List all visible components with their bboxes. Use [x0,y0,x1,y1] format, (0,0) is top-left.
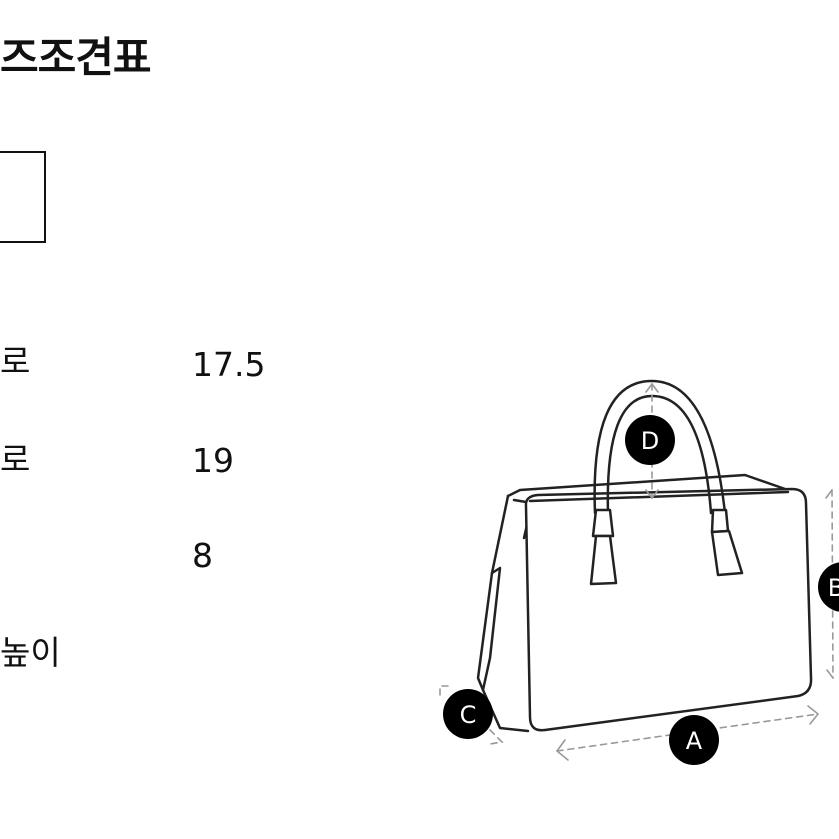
bag-front-panel [524,487,813,732]
marker-b: B [818,562,839,612]
marker-c: C [443,689,493,739]
svg-text:D: D [641,427,659,455]
svg-text:A: A [686,727,703,755]
depth-guide [439,685,449,701]
row-label-2: 로 [0,440,31,479]
size-selector-box[interactable] [0,151,46,243]
svg-text:B: B [828,574,839,602]
row-label-1: 로 [0,342,31,381]
row-value-2: 19 [192,441,234,480]
svg-text:C: C [460,701,477,729]
bag-handle [593,379,727,515]
page-title: 즈조견표 [0,33,152,82]
row-label-4: 높이 [0,633,61,672]
bag-side-panel [476,494,530,733]
bag-top-rim [506,473,790,498]
marker-d: D [625,415,675,465]
marker-a: A [669,715,719,765]
row-value-1: 17.5 [192,345,266,384]
row-value-3: 8 [192,536,213,575]
handbag-diagram: D A C B [439,379,839,765]
